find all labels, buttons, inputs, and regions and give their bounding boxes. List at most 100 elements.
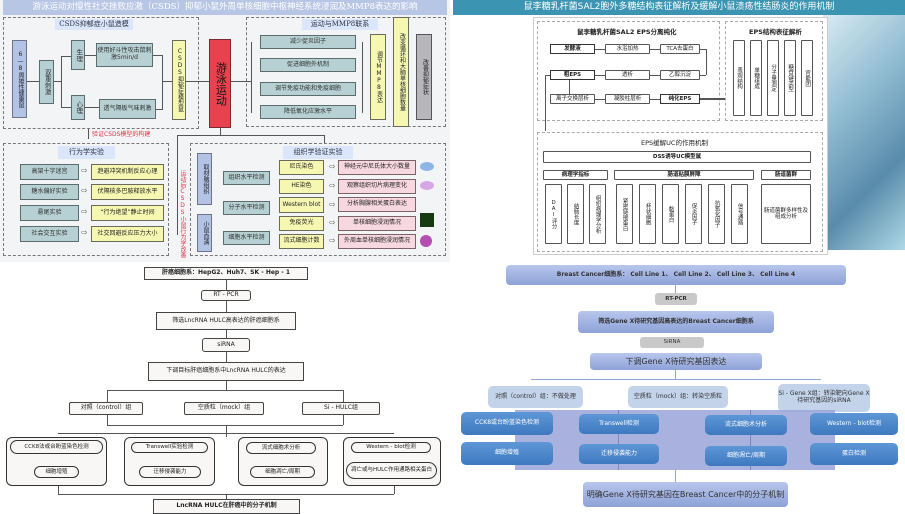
assay-result-1: 细胞增殖 [461, 442, 553, 465]
cell-icon [420, 235, 432, 247]
assay-result-1: 细胞增殖 [34, 466, 79, 478]
arrow-icon: ⇨ [329, 236, 336, 245]
assay-result-4: 凋亡或与HULC作用通路相关蛋白 [346, 462, 437, 479]
panel2-title: 鼠李糖乳杆菌SAL2胞外多糖结构表征解析及缓解小鼠溃疡性结肠炎的作用机制 [453, 0, 905, 15]
connector [362, 42, 363, 113]
sirna: SiRNA [640, 337, 704, 348]
behavior-test-1: 高架十字迷宫 [20, 164, 79, 180]
pathology-3: 组织病理学分析 [589, 184, 606, 244]
panel1-title: 游泳运动对慢性社交挫败应激（CSDS）抑郁小鼠外周单核细胞中枢神经系统浸润及MM… [3, 0, 447, 15]
connector [85, 55, 96, 56]
swimming-exercise: 游泳运动 [209, 39, 231, 128]
mmp8-section-heading: 运动与MMP8联系 [302, 19, 378, 30]
verify-csds-label: 验证CSDS模型的构建 [92, 131, 151, 138]
arrow-icon: ⇨ [329, 218, 336, 227]
model-section-frame [3, 17, 199, 129]
behavior-test-3: 悬尾实验 [20, 205, 79, 221]
connector [61, 107, 71, 108]
connector [251, 42, 252, 113]
connector [153, 55, 163, 56]
pathology-1: DAI评分 [545, 184, 562, 244]
flora-analysis: 肠道菌群多样性及组成分析 [761, 184, 811, 244]
connector [569, 80, 570, 94]
physio-node: 生理 [71, 40, 85, 70]
connector [595, 75, 605, 76]
group-barrier: 肠道粘膜屏障 [614, 170, 754, 180]
panel-breast-cancer: Breast Cancer细胞系： Cell Line 1、 Cell Line… [453, 262, 905, 514]
physio-action: 使用好斗性攻击鼠刺激5min/d [96, 43, 153, 67]
connector [650, 49, 660, 50]
dialysis: 透析 [605, 70, 650, 80]
mmp8-item-1: 减少促炎因子 [260, 35, 356, 49]
level-cell: 细胞水平检测 [223, 231, 270, 245]
assay-method-1: CCK8或台盼蓝染色检测 [461, 412, 553, 435]
arrow-icon: ⇨ [81, 228, 88, 237]
connector [700, 98, 725, 100]
connector [226, 352, 227, 362]
assay-result-2: 迁移侵袭能力 [139, 466, 201, 478]
sirna: siRNA [202, 338, 250, 352]
mmp8-section-frame [246, 17, 446, 127]
connector [650, 99, 660, 100]
change-monocytes: 改变循环和大脑单核细胞数量 [393, 17, 409, 127]
result-he: 观察组织切片病理变化 [338, 179, 416, 194]
assay-method-4: Western - blot检测 [810, 413, 898, 435]
histology-heading: 组织学验证实验 [283, 146, 353, 159]
structure-item-3: 分子量测定 [767, 40, 779, 116]
group-si-gene-x: Si - Gene X组：转染靶向Gene X待研究基因的siRNA [778, 384, 870, 412]
assay-method-3: 流式细胞术分析 [246, 442, 316, 454]
result-if: 单核细胞浸润情况 [338, 216, 416, 231]
connector [675, 470, 676, 482]
connector [220, 128, 221, 135]
brain-tissue: 取材脑组织 [197, 153, 212, 205]
connector [61, 56, 71, 57]
connector [595, 99, 605, 100]
panel-sal2-eps: 鼠李糖乳杆菌SAL2胞外多糖结构表征解析及缓解小鼠溃疡性结肠炎的作用机制 鼠李糖… [453, 0, 905, 262]
result-flow: 外周血单核细胞浸润情况 [338, 234, 416, 249]
mmp8-item-2: 促进细胞外机制 [260, 58, 356, 72]
fermentation-broth: 发酵液 [550, 44, 595, 54]
downregulate-hulc: 下调目标肝癌细胞系中LncRNA HULC的表达 [148, 362, 304, 381]
assay-method-3: 流式细胞术分析 [705, 415, 787, 435]
divider [750, 410, 751, 470]
mechanism-frame [537, 132, 823, 252]
structure-item-1: 表观结构 [733, 40, 745, 116]
behavior-result-2: 伏隔核多巴胺释放水平 [91, 184, 164, 200]
behavior-result-1: 趋避冲突机制反应心理 [91, 164, 164, 180]
group-control: 对照（control）组 [69, 402, 143, 415]
barrier-4: 促炎因子 [685, 184, 702, 244]
start-mice: 6—8周雄性健康鼠 [12, 40, 27, 118]
assay-method-4: Western - blot检测 [351, 442, 431, 453]
brain-icon [420, 162, 434, 171]
result-nissl: 神经元中尼氏体大小数量 [338, 160, 416, 175]
connector [706, 49, 707, 75]
crude-eps: 粗EPS [550, 70, 595, 80]
purified-eps: 纯化EPS [660, 94, 700, 104]
assay-method-2: Transwell实验检测 [131, 442, 208, 453]
mouse-serum: 小鼠血清 [197, 214, 212, 252]
method-he: HE染色 [279, 179, 324, 194]
structure-heading: EPS结构表征解析 [749, 28, 802, 36]
connector [162, 81, 172, 82]
arrow-icon: ⇨ [329, 162, 336, 171]
connector [226, 330, 227, 338]
level-molecular: 分子水平检测 [223, 201, 270, 215]
behavior-result-4: 社交回避反应压力大小 [91, 226, 164, 242]
connector [675, 285, 676, 293]
downregulate-gene-x: 下调Gene X待研究基因表达 [590, 353, 762, 370]
dss-model: DSS诱导UC模型鼠 [543, 151, 811, 163]
panel-hulc-liver-cancer: 肝癌细胞系：HepG2、Huh7、SK - Hep - 1 RT - PCR 筛… [0, 262, 450, 514]
connector [85, 107, 99, 108]
screen-gene-x: 筛选Gene X待研究基因高表达的Breast Cancer细胞系 [578, 311, 774, 333]
group-mock: 空质粒（mock）组 [184, 402, 264, 415]
connector [162, 55, 163, 110]
result-western: 分析胸腺相关蛋白表达 [338, 197, 416, 212]
fluorescence-icon [420, 213, 434, 227]
improve-depression: 改善抑郁症状 [416, 34, 432, 120]
mmp8-item-4: 降低氧化应激水平 [260, 105, 356, 119]
connector [700, 49, 706, 50]
assay-result-4: 蛋白检测 [810, 443, 898, 465]
mmp8-item-3: 调节免疫功能和免疫细胞 [260, 82, 356, 96]
connector [226, 301, 227, 312]
structure-item-2: 单糖组成 [750, 40, 762, 116]
